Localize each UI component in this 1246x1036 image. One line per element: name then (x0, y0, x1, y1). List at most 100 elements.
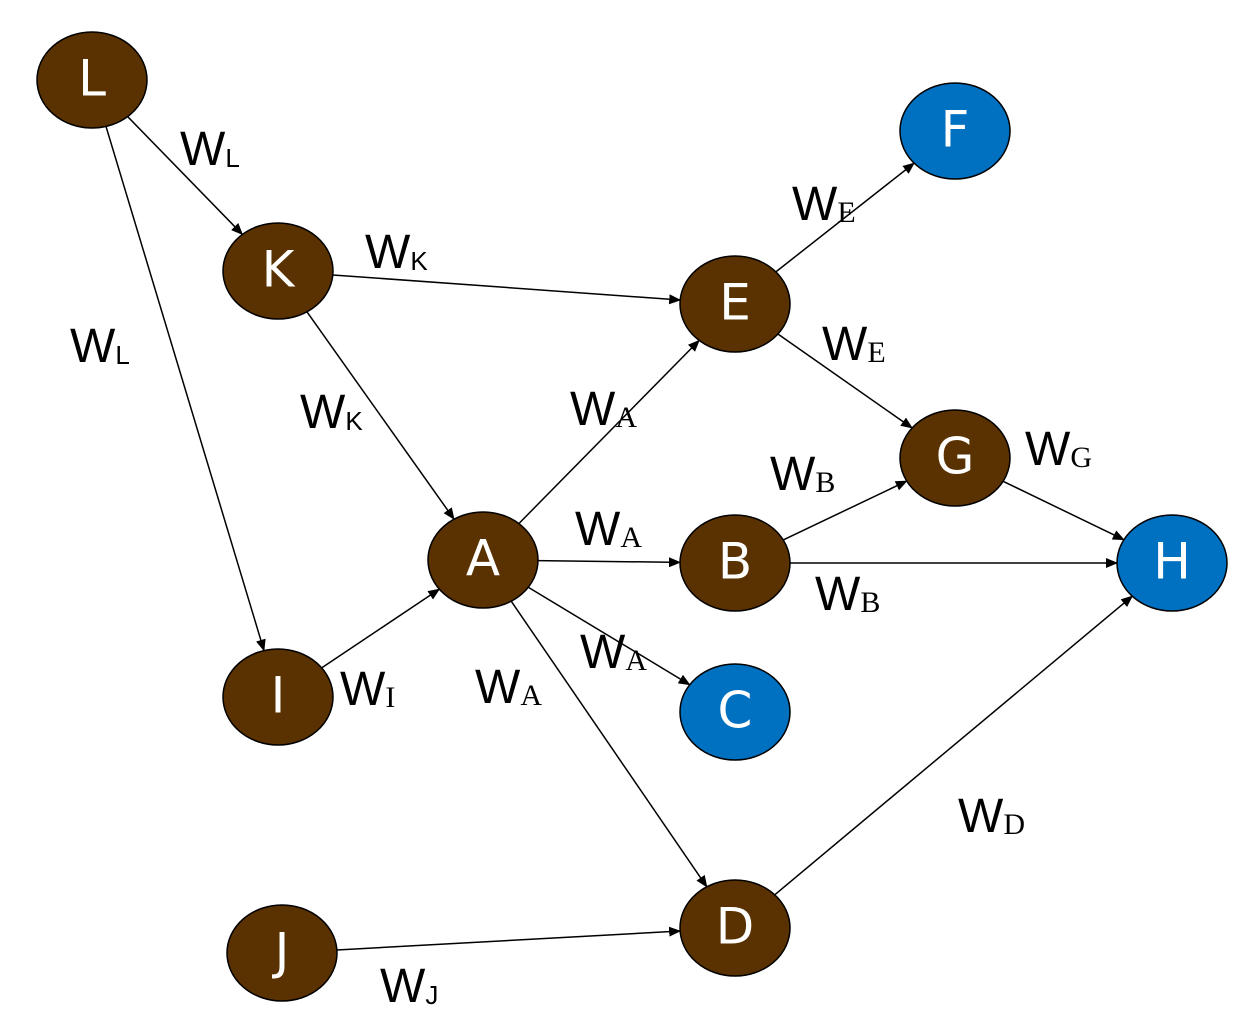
edge-a-to-c (527, 586, 691, 686)
weight-symbol: W (1025, 423, 1071, 476)
weight-label-a-e: WA (570, 383, 637, 436)
weight-subscript: A (620, 521, 642, 554)
weight-symbol: W (340, 663, 386, 716)
weight-symbol: W (770, 448, 816, 501)
weight-symbol: W (580, 626, 626, 679)
weight-subscript: J (425, 980, 438, 1010)
node-h: H (1116, 514, 1228, 612)
weight-subscript: D (1003, 808, 1025, 841)
edge-e-to-f (775, 162, 915, 273)
weight-subscript: B (860, 586, 880, 619)
node-k: K (222, 222, 334, 320)
node-circle (36, 31, 148, 129)
weight-subscript: E (837, 196, 855, 229)
weight-label-e-f: WE (792, 178, 856, 231)
node-c: C (679, 663, 791, 761)
node-circle (679, 514, 791, 612)
nodes-layer: L K I A J E B D G F C H (36, 31, 1228, 1002)
node-label: B (718, 533, 752, 591)
weight-label-b-g: WB (770, 448, 835, 501)
node-label: A (466, 530, 500, 588)
weight-label-j-d: WJ (380, 960, 438, 1013)
weight-subscript: K (410, 246, 428, 276)
node-g: G (899, 409, 1011, 507)
weight-subscript: K (345, 406, 363, 436)
edge-l-to-i (105, 126, 266, 652)
node-e: E (679, 255, 791, 353)
weight-label-k-a: WK (300, 386, 363, 439)
weight-label-b-h: WB (815, 568, 880, 621)
weight-symbol: W (822, 318, 868, 371)
edge-j-to-d (336, 926, 682, 951)
edge-a-to-d (510, 600, 708, 888)
weight-subscript: A (520, 679, 542, 712)
edges-layer (105, 116, 1134, 951)
weight-subscript: B (815, 466, 835, 499)
node-circle (679, 663, 791, 761)
node-circle (899, 409, 1011, 507)
node-label: L (78, 50, 106, 108)
weight-symbol: W (570, 383, 616, 436)
node-circle (427, 511, 539, 609)
node-label: J (272, 923, 290, 981)
weight-subscript: L (115, 340, 129, 370)
node-label: D (716, 898, 755, 956)
weight-symbol: W (792, 178, 838, 231)
weight-symbol: W (300, 386, 346, 439)
weight-label-d-h: WD (958, 790, 1025, 843)
weight-label-l-k: WL (180, 123, 240, 176)
node-a: A (427, 511, 539, 609)
weight-subscript: I (385, 681, 395, 714)
edge-a-to-b (537, 557, 682, 568)
edge-k-to-e (332, 274, 682, 305)
node-circle (222, 222, 334, 320)
node-circle (1116, 514, 1228, 612)
node-circle (222, 648, 334, 746)
node-label: F (941, 101, 970, 159)
edge-i-to-a (321, 588, 441, 669)
weight-subscript: A (625, 644, 647, 677)
node-label: G (936, 428, 975, 486)
weight-label-i-a: WI (340, 663, 395, 716)
weight-subscript: L (225, 143, 239, 173)
edge-l-to-k (127, 116, 244, 236)
edge-a-to-e (518, 339, 700, 525)
node-l: L (36, 31, 148, 129)
node-j: J (226, 904, 338, 1002)
weight-subscript: G (1070, 441, 1092, 474)
node-circle (679, 879, 791, 977)
weight-label-l-i: WL (70, 320, 130, 373)
weight-label-a-c: WA (580, 626, 647, 679)
node-label: I (271, 667, 286, 725)
weight-subscript: E (867, 336, 885, 369)
weight-symbol: W (575, 503, 621, 556)
weight-subscript: A (615, 401, 637, 434)
weight-symbol: W (475, 661, 521, 714)
weight-symbol: W (380, 960, 426, 1013)
edge-g-to-h (1002, 480, 1125, 541)
node-i: I (222, 648, 334, 746)
weight-symbol: W (815, 568, 861, 621)
edge-e-to-g (777, 333, 913, 429)
node-circle (899, 82, 1011, 180)
weight-label-a-d: WA (475, 661, 542, 714)
node-b: B (679, 514, 791, 612)
node-d: D (679, 879, 791, 977)
edge-b-to-g (782, 480, 908, 541)
node-f: F (899, 82, 1011, 180)
weight-label-k-e: WK (365, 226, 428, 279)
weight-symbol: W (180, 123, 226, 176)
weight-symbol: W (365, 226, 411, 279)
node-circle (679, 255, 791, 353)
weight-label-g-h: WG (1025, 423, 1092, 476)
node-circle (226, 904, 338, 1002)
node-label: K (262, 241, 296, 299)
edge-k-to-a (306, 311, 455, 521)
weight-symbol: W (70, 320, 116, 373)
edge-d-to-h (774, 595, 1134, 896)
weight-label-a-b: WA (575, 503, 642, 556)
weight-label-e-g: WE (822, 318, 886, 371)
weight-symbol: W (958, 790, 1004, 843)
